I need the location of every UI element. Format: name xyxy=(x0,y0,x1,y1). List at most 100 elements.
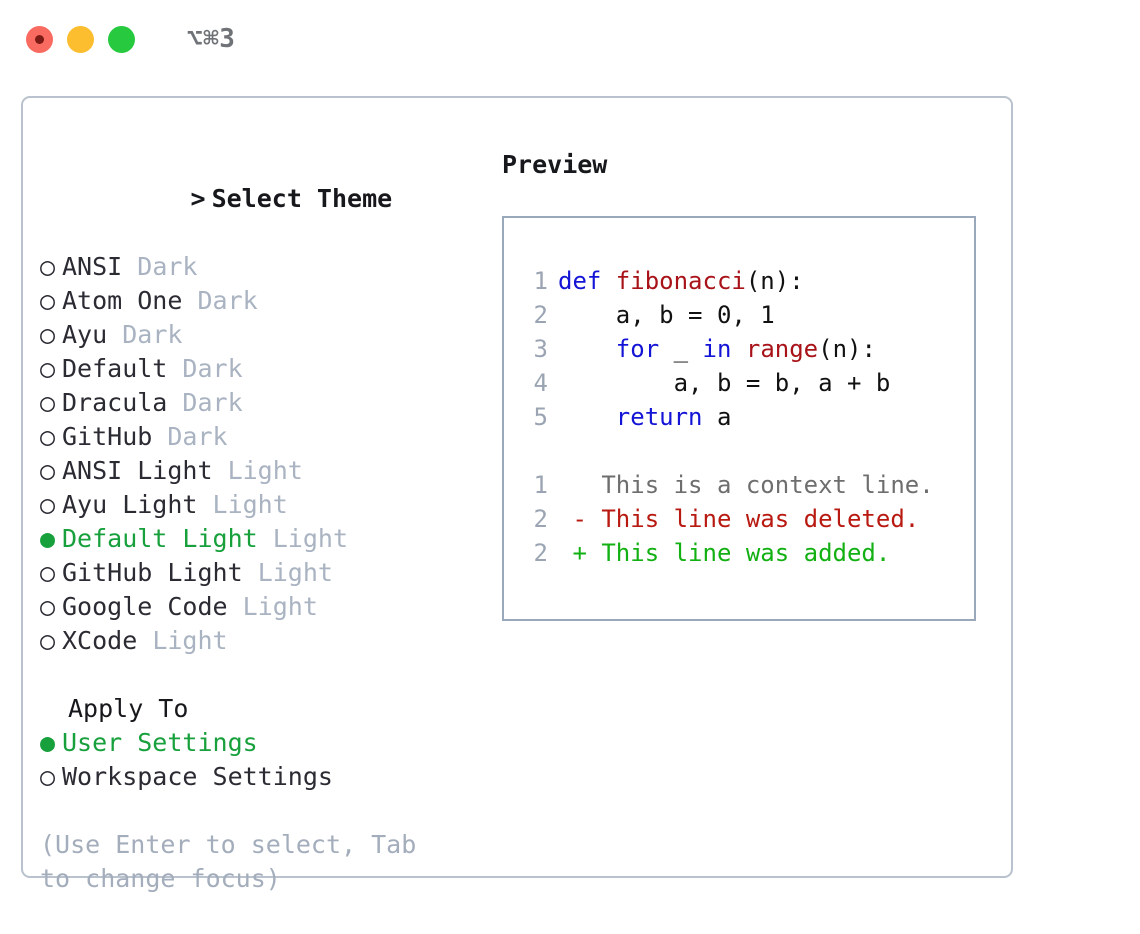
radio-unselected-icon: ○ xyxy=(40,592,56,621)
theme-option-ayu[interactable]: ○Ayu Dark xyxy=(40,318,470,352)
maximize-dot-icon[interactable] xyxy=(108,25,135,53)
theme-option-category: Light xyxy=(257,558,333,587)
radio-unselected-icon: ○ xyxy=(40,388,56,417)
theme-option-label: Default Light xyxy=(62,524,258,553)
code-token: def xyxy=(558,267,616,295)
label-gap xyxy=(182,286,197,315)
code-token: return xyxy=(615,403,703,431)
code-token: in xyxy=(702,335,732,363)
list-spacer xyxy=(40,658,470,692)
theme-option-ansi-light[interactable]: ○ANSI Light Light xyxy=(40,454,470,488)
label-gap xyxy=(258,524,273,553)
preview-title: Preview xyxy=(502,150,608,179)
panel-columns: >Select Theme ○ANSI Dark○Atom One Dark○A… xyxy=(23,98,1011,893)
theme-option-category: Light xyxy=(272,524,348,553)
main-panel: >Select Theme ○ANSI Dark○Atom One Dark○A… xyxy=(21,96,1013,893)
footer-hint: (Use Enter to select, Tab to change focu… xyxy=(40,830,417,893)
line-number: 1 xyxy=(533,471,548,499)
label-gap xyxy=(213,456,228,485)
theme-option-category: Dark xyxy=(137,252,198,281)
theme-option-github-light[interactable]: ○GitHub Light Light xyxy=(40,556,470,590)
line-number: 5 xyxy=(533,403,548,431)
diff-line-text: - This line was deleted. xyxy=(558,505,920,533)
line-number: 1 xyxy=(533,267,548,295)
theme-option-label: Google Code xyxy=(62,592,228,621)
theme-option-category: Dark xyxy=(182,388,243,417)
label-gap xyxy=(167,354,182,383)
code-token: a, b = b, a + b xyxy=(558,369,891,397)
theme-option-category: Light xyxy=(227,456,303,485)
theme-option-label: ANSI Light xyxy=(62,456,213,485)
theme-option-xcode[interactable]: ○XCode Light xyxy=(40,624,470,658)
apply-to-option-label: User Settings xyxy=(62,728,258,757)
radio-unselected-icon: ○ xyxy=(40,456,56,485)
radio-unselected-icon: ○ xyxy=(40,422,56,451)
apply-to-option-workspace-settings[interactable]: ○Workspace Settings xyxy=(40,760,470,794)
code-token: fibonacci xyxy=(615,267,746,295)
theme-option-dracula[interactable]: ○Dracula Dark xyxy=(40,386,470,420)
line-number: 2 xyxy=(533,505,548,533)
theme-option-category: Light xyxy=(242,592,318,621)
label-gap xyxy=(107,320,122,349)
theme-option-label: Atom One xyxy=(62,286,183,315)
theme-option-google-code[interactable]: ○Google Code Light xyxy=(40,590,470,624)
theme-option-category: Dark xyxy=(122,320,183,349)
code-token: a, b = 0, 1 xyxy=(558,301,775,329)
theme-option-label: Ayu Light xyxy=(62,490,198,519)
label-gap xyxy=(152,422,167,451)
theme-option-label: XCode xyxy=(62,626,138,655)
theme-option-label: GitHub xyxy=(62,422,153,451)
keyboard-shortcut-label: ⌥⌘3 xyxy=(187,24,236,54)
apply-to-list: ●User Settings○Workspace Settings xyxy=(40,726,470,794)
theme-option-default-light[interactable]: ●Default Light Light xyxy=(40,522,470,556)
line-number: 4 xyxy=(533,369,548,397)
diff-line-text: This is a context line. xyxy=(558,471,934,499)
diff-line-text: + This line was added. xyxy=(558,539,891,567)
label-gap xyxy=(228,592,243,621)
theme-option-default[interactable]: ○Default Dark xyxy=(40,352,470,386)
theme-option-category: Light xyxy=(152,626,228,655)
theme-option-label: Ayu xyxy=(62,320,108,349)
line-number: 2 xyxy=(533,539,548,567)
label-gap xyxy=(122,252,137,281)
code-token: _ xyxy=(659,335,703,363)
theme-option-category: Dark xyxy=(167,422,228,451)
code-diff-separator xyxy=(522,434,974,468)
theme-option-label: Dracula xyxy=(62,388,168,417)
code-line: 1 def fibonacci(n): xyxy=(522,264,974,298)
diff-sample: 1 This is a context line. 2 - This line w… xyxy=(522,468,974,570)
code-token: a xyxy=(702,403,732,431)
radio-unselected-icon: ○ xyxy=(40,490,56,519)
close-record-dot-icon[interactable] xyxy=(26,25,53,53)
label-gap xyxy=(167,388,182,417)
theme-option-category: Dark xyxy=(182,354,243,383)
theme-option-atom-one[interactable]: ○Atom One Dark xyxy=(40,284,470,318)
theme-option-label: ANSI xyxy=(62,252,123,281)
code-token xyxy=(731,335,745,363)
label-gap xyxy=(197,490,212,519)
radio-unselected-icon: ○ xyxy=(40,286,56,315)
code-line: 2 a, b = 0, 1 xyxy=(522,298,974,332)
code-token: (n): xyxy=(745,267,804,295)
code-line: 5 return a xyxy=(522,400,974,434)
diff-line: 1 This is a context line. xyxy=(522,468,974,502)
line-number: 3 xyxy=(533,335,548,363)
theme-option-github[interactable]: ○GitHub Dark xyxy=(40,420,470,454)
radio-selected-icon: ● xyxy=(40,524,56,553)
code-token: (n): xyxy=(818,335,876,363)
diff-line: 2 + This line was added. xyxy=(522,536,974,570)
radio-unselected-icon: ○ xyxy=(40,626,56,655)
code-token xyxy=(558,335,616,363)
label-gap xyxy=(137,626,152,655)
minimize-dot-icon[interactable] xyxy=(67,25,94,53)
theme-option-ansi[interactable]: ○ANSI Dark xyxy=(40,250,470,284)
theme-option-ayu-light[interactable]: ○Ayu Light Light xyxy=(40,488,470,522)
apply-to-header: Apply To xyxy=(68,694,189,723)
theme-option-label: Default xyxy=(62,354,168,383)
radio-unselected-icon: ○ xyxy=(40,320,56,349)
theme-list: ○ANSI Dark○Atom One Dark○Ayu Dark○Defaul… xyxy=(40,250,470,658)
apply-to-option-user-settings[interactable]: ●User Settings xyxy=(40,726,470,760)
theme-option-category: Dark xyxy=(197,286,258,315)
